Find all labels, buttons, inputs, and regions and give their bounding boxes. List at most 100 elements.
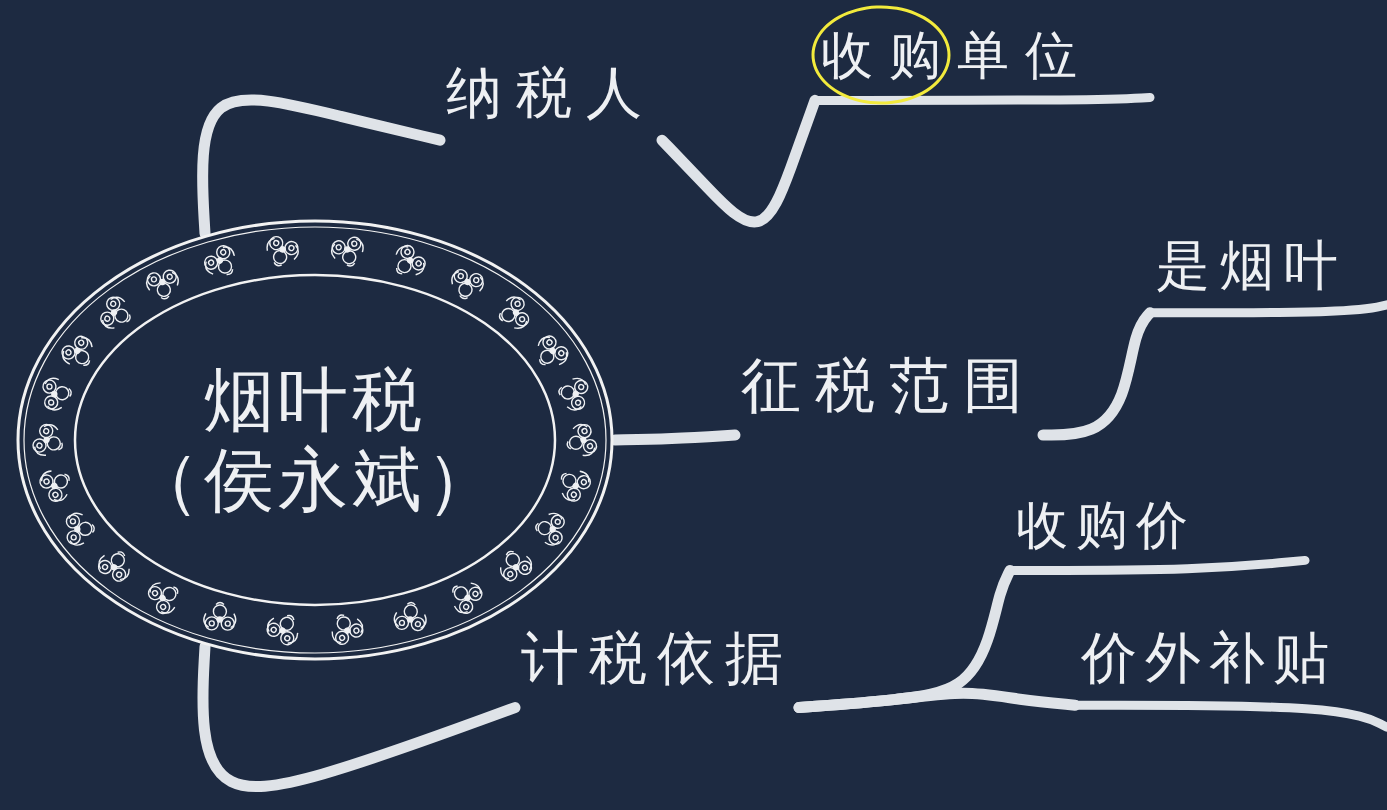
flourish <box>201 242 243 284</box>
branch-tail <box>815 97 1150 100</box>
flourish-petal <box>209 621 214 626</box>
flourish-petal <box>409 254 427 272</box>
flourish-petal <box>351 241 357 247</box>
flourish-center <box>407 257 414 264</box>
branch-line <box>799 693 1075 707</box>
flourish-petal <box>288 245 294 251</box>
topic-label: 是烟叶 <box>1156 234 1348 299</box>
flourish-petal <box>116 571 123 578</box>
branch-line <box>615 435 735 440</box>
flourish-petal <box>167 274 173 280</box>
flourish-petal <box>270 626 277 633</box>
flourish <box>326 608 367 647</box>
flourish-petal <box>404 248 411 255</box>
flourish-curl <box>148 576 186 616</box>
flourish <box>387 242 429 284</box>
flourish-curl <box>203 244 243 284</box>
flourish-curl <box>326 608 366 645</box>
flourish-curl <box>534 511 563 546</box>
oval-inner-border <box>75 275 555 605</box>
oval-outer-border <box>24 227 606 653</box>
flourish-petal <box>353 627 360 634</box>
flourish-petal <box>102 564 109 571</box>
flourish-curl <box>204 602 236 627</box>
flourish-petal <box>160 604 167 611</box>
flourish <box>66 512 95 545</box>
flourish <box>534 511 566 546</box>
flourish-center <box>52 391 58 397</box>
flourish-curl <box>556 375 587 411</box>
flourish-petal <box>580 479 587 486</box>
flourish <box>98 294 135 334</box>
flourish-petal <box>152 590 159 597</box>
flourish-petal <box>548 530 563 545</box>
flourish-petal <box>225 621 230 626</box>
flourish-petal <box>415 621 420 626</box>
flourish-center <box>580 437 586 443</box>
flourish-curl <box>45 376 73 410</box>
topic-label: 计税依据 <box>521 624 793 694</box>
flourish <box>495 294 530 332</box>
topic-label: 收购价 <box>1016 494 1196 556</box>
flourish-curl <box>529 334 569 374</box>
flourish-curl <box>330 238 367 270</box>
flourish <box>448 268 486 303</box>
flourish-petal <box>519 316 525 322</box>
flourish <box>444 575 485 617</box>
flourish <box>95 545 136 584</box>
flourish-center <box>160 279 166 285</box>
flourish-center <box>408 617 413 622</box>
flourish-curl <box>495 545 534 581</box>
flourish-curl <box>33 422 69 461</box>
branch-line <box>1043 313 1150 435</box>
flourish-curl <box>101 295 136 334</box>
flourish-center <box>344 246 350 252</box>
flourish-petal <box>44 395 58 409</box>
flourish-curl <box>387 244 427 284</box>
branch-topic: 是烟叶 <box>1150 230 1354 313</box>
flourish-petal <box>581 428 587 434</box>
flourish-curl <box>562 422 596 460</box>
flourish <box>42 376 73 411</box>
flourish-center <box>549 347 556 354</box>
flourish-center <box>550 526 556 532</box>
flourish-petal <box>395 616 409 630</box>
flourish-center <box>279 246 285 252</box>
flourish-petal <box>151 277 157 283</box>
flourish-curl <box>145 271 181 301</box>
flourish-petal <box>552 344 570 362</box>
flourish-petal <box>65 349 72 356</box>
flourish-petal <box>546 339 553 346</box>
flourish-petal <box>110 301 116 307</box>
topic-label: 征税范围 <box>741 349 1037 421</box>
flourish-center <box>51 482 58 489</box>
flourish-petal <box>213 605 226 618</box>
branch-topic: 收购价 <box>1010 490 1202 570</box>
flourish-petal <box>52 491 59 498</box>
branch-tail <box>1010 560 1305 570</box>
flourish-center <box>573 391 579 397</box>
flourish-curl <box>262 237 300 271</box>
flourish <box>556 375 589 412</box>
flourish-petal <box>399 620 404 625</box>
flourish-petal <box>43 428 50 435</box>
flourish-petal <box>555 519 561 525</box>
flourish <box>495 545 535 583</box>
flourish <box>330 236 367 270</box>
branch-line <box>203 100 440 234</box>
flourish-curl <box>552 463 591 503</box>
flourish-center <box>216 257 223 264</box>
flourish-petal <box>458 273 464 279</box>
flourish-center <box>464 279 470 285</box>
flourish-petal <box>463 603 470 610</box>
flourish-petal <box>587 443 593 449</box>
flourish <box>37 463 78 505</box>
oval-outer-border <box>18 221 612 659</box>
flourish-curl <box>448 270 485 302</box>
flourish <box>562 421 599 460</box>
flourish-curl <box>39 463 77 503</box>
flourish <box>204 602 236 630</box>
flourish-center <box>75 527 80 532</box>
branch-tail <box>1150 305 1387 313</box>
branch-line <box>203 647 515 787</box>
